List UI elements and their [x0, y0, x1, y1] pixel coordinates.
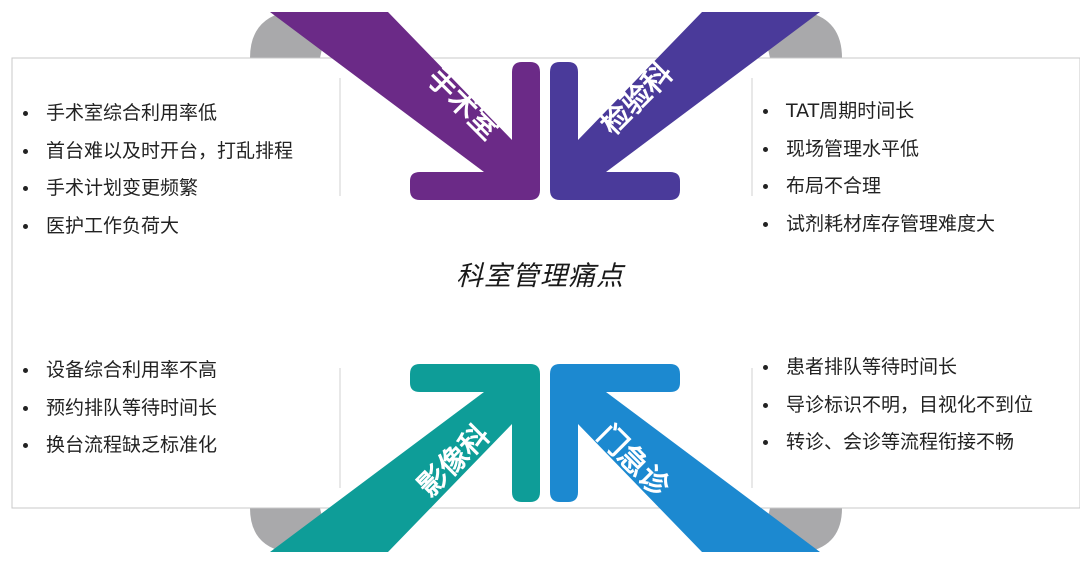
content-panel: [11, 57, 1080, 509]
surgery-issues-list: 手术室综合利用率低 首台难以及时开台，打乱排程 手术计划变更频繁 医护工作负荷大: [20, 95, 293, 245]
arrow-imaging: [270, 364, 540, 552]
list-item: 预约排队等待时间长: [20, 390, 217, 428]
list-item: 手术计划变更频繁: [20, 170, 293, 208]
list-item: 现场管理水平低: [760, 131, 995, 169]
imaging-issues-list: 设备综合利用率不高 预约排队等待时间长 换台流程缺乏标准化: [20, 352, 217, 465]
arrow-outpatient: [550, 364, 820, 552]
arrow-lab: [550, 12, 820, 200]
list-item: TAT周期时间长: [760, 93, 995, 131]
list-item: 转诊、会诊等流程衔接不畅: [760, 424, 1033, 462]
list-item: 患者排队等待时间长: [760, 349, 1033, 387]
list-item: 布局不合理: [760, 168, 995, 206]
list-item: 换台流程缺乏标准化: [20, 427, 217, 465]
lab-issues-list: TAT周期时间长 现场管理水平低 布局不合理 试剂耗材库存管理难度大: [760, 93, 995, 243]
outpatient-issues-list: 患者排队等待时间长 导诊标识不明，目视化不到位 转诊、会诊等流程衔接不畅: [760, 349, 1033, 462]
list-item: 设备综合利用率不高: [20, 352, 217, 390]
list-item: 试剂耗材库存管理难度大: [760, 206, 995, 244]
arrow-surgery: [270, 12, 540, 200]
list-item: 医护工作负荷大: [20, 208, 293, 246]
list-item: 手术室综合利用率低: [20, 95, 293, 133]
list-item: 首台难以及时开台，打乱排程: [20, 133, 293, 171]
list-item: 导诊标识不明，目视化不到位: [760, 387, 1033, 425]
diagram-title: 科室管理痛点: [456, 261, 624, 292]
